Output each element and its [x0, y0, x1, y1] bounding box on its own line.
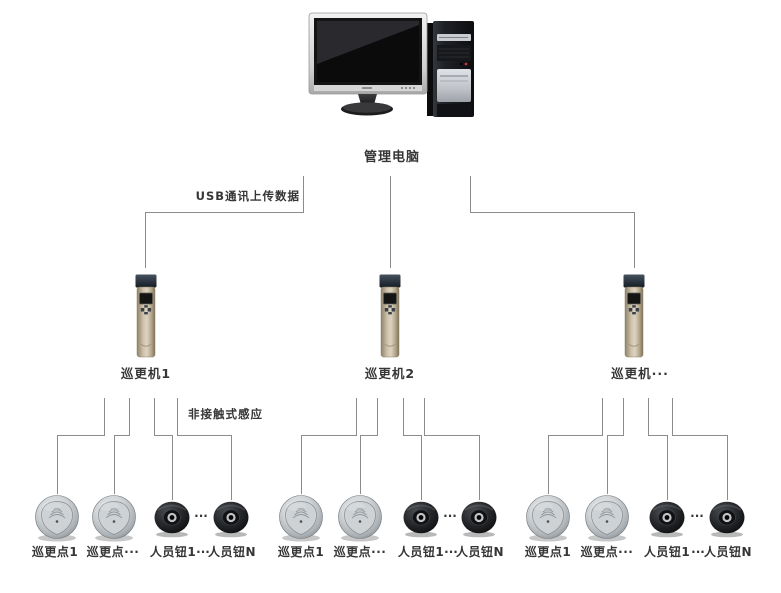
- contactless-annotation: 非接触式感应: [188, 407, 263, 421]
- connector-line: [145, 212, 304, 213]
- connector-line: [303, 176, 304, 212]
- patrol-point-label: 巡更点1: [31, 545, 79, 559]
- ellipsis-between-buttons: ···: [690, 509, 704, 523]
- ellipsis-between-labels: ···: [444, 545, 458, 559]
- connector-line: [154, 435, 173, 436]
- connector-line: [114, 435, 115, 494]
- connector-line: [672, 435, 728, 436]
- connector-line: [57, 435, 58, 494]
- connector-line: [403, 435, 422, 436]
- connector-line: [172, 435, 173, 500]
- person-button-icon: [403, 501, 439, 538]
- connector-line: [667, 435, 668, 500]
- connector-line: [177, 398, 178, 435]
- connector-line: [607, 435, 624, 436]
- patrol-reader-icon: [379, 274, 401, 358]
- connector-line: [424, 435, 480, 436]
- ellipsis-between-buttons: ···: [194, 509, 208, 523]
- connector-line: [104, 398, 105, 435]
- patrol-point-label: 巡更点···: [333, 545, 387, 559]
- person-button-label: 人员钮1: [397, 545, 445, 559]
- connector-line: [57, 435, 105, 436]
- connector-line: [479, 435, 480, 500]
- person-button-icon: [461, 501, 497, 538]
- patrol-point-icon: [279, 495, 323, 542]
- person-button-label: 人员钮N: [703, 545, 753, 559]
- connector-line: [301, 435, 302, 494]
- reader-label-3: 巡更机···: [611, 366, 669, 381]
- connector-line: [602, 398, 603, 435]
- connector-line: [470, 212, 635, 213]
- patrol-point-icon: [526, 495, 570, 542]
- patrol-point-label: 巡更点1: [524, 545, 572, 559]
- connector-line: [648, 398, 649, 435]
- computer-label: 管理电脑: [363, 150, 420, 165]
- connector-line: [424, 398, 425, 435]
- ellipsis-between-labels: ···: [691, 545, 705, 559]
- patrol-point-icon: [585, 495, 629, 542]
- person-button-label: 人员钮N: [455, 545, 505, 559]
- person-button-icon: [154, 501, 190, 538]
- person-button-label: 人员钮1: [149, 545, 197, 559]
- tower-side: [427, 23, 435, 116]
- person-button-icon: [649, 501, 685, 538]
- connector-line: [154, 398, 155, 435]
- connector-line: [356, 398, 357, 435]
- tower-lower-panel: [437, 69, 471, 102]
- patrol-point-icon: [92, 495, 136, 542]
- connector-line: [403, 398, 404, 435]
- connector-line: [377, 398, 378, 435]
- usb-upload-annotation: USB通讯上传数据: [195, 189, 300, 203]
- connector-line: [145, 212, 146, 268]
- ellipsis-between-buttons: ···: [443, 509, 457, 523]
- connector-line: [360, 435, 361, 494]
- person-button-label: 人员钮1: [643, 545, 691, 559]
- patrol-reader-icon: [623, 274, 645, 358]
- connector-line: [548, 435, 603, 436]
- patrol-point-label: 巡更点···: [580, 545, 634, 559]
- desktop-computer-icon: [308, 12, 474, 117]
- ellipsis-between-labels: ···: [196, 545, 210, 559]
- patrol-point-icon: [338, 495, 382, 542]
- person-button-icon: [213, 501, 249, 538]
- patrol-point-icon: [35, 495, 79, 542]
- connector-line: [114, 435, 130, 436]
- person-button-icon: [709, 501, 745, 538]
- patrol-point-label: 巡更点···: [86, 545, 140, 559]
- connector-line: [301, 435, 357, 436]
- connector-line: [390, 176, 391, 268]
- connector-line: [231, 435, 232, 500]
- reader-label-2: 巡更机2: [364, 366, 416, 381]
- connector-line: [360, 435, 378, 436]
- connector-line: [470, 176, 471, 212]
- reader-label-1: 巡更机1: [120, 366, 172, 381]
- connector-line: [607, 435, 608, 494]
- connector-line: [672, 398, 673, 435]
- connector-line: [727, 435, 728, 500]
- patrol-point-label: 巡更点1: [277, 545, 325, 559]
- patrol-reader-icon: [135, 274, 157, 358]
- connector-line: [129, 398, 130, 435]
- connector-line: [421, 435, 422, 500]
- connector-line: [548, 435, 549, 494]
- connector-line: [177, 435, 232, 436]
- person-button-label: 人员钮N: [207, 545, 257, 559]
- connector-line: [623, 398, 624, 435]
- connector-line: [648, 435, 668, 436]
- connector-line: [634, 212, 635, 268]
